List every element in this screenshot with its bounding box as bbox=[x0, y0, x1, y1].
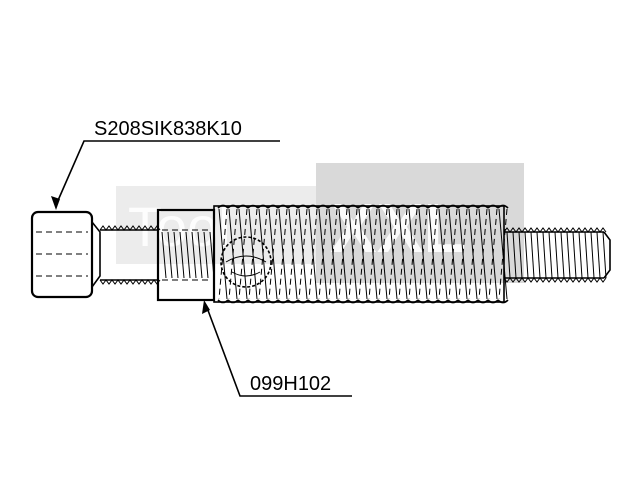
coil-wire-hidden bbox=[328, 208, 338, 300]
coil-wire-hidden bbox=[308, 208, 318, 300]
sleeve-thread-line bbox=[173, 231, 179, 279]
coil-wire-hidden bbox=[408, 208, 418, 300]
coil-wire-hidden bbox=[418, 208, 428, 300]
thread-flank bbox=[506, 231, 511, 279]
coil-wire-hidden bbox=[388, 208, 398, 300]
coil-wire-hidden bbox=[428, 208, 438, 300]
coil-wire-hidden bbox=[318, 208, 328, 300]
sleeve bbox=[156, 208, 216, 302]
coil-wire-hidden bbox=[298, 208, 308, 300]
leader-screw bbox=[51, 140, 280, 210]
spring bbox=[213, 204, 509, 304]
thread-flank bbox=[578, 231, 583, 279]
coil-wire-hidden bbox=[338, 208, 348, 300]
coil-wire-hidden bbox=[238, 208, 248, 300]
coil-wire-hidden bbox=[228, 208, 238, 300]
thread-flank bbox=[572, 231, 577, 279]
coil-wire-hidden bbox=[348, 208, 358, 300]
thread-crest-bottom bbox=[503, 277, 607, 283]
coil-wire-hidden bbox=[278, 208, 288, 300]
coil-wire-hidden bbox=[448, 208, 458, 300]
thread-flank bbox=[524, 231, 529, 279]
coil-wire-hidden bbox=[468, 208, 478, 300]
thread-crest-top bbox=[503, 227, 607, 233]
thread-flank bbox=[596, 231, 601, 279]
thread-flank bbox=[560, 231, 565, 279]
coil-wire-hidden bbox=[378, 208, 388, 300]
sleeve-thread-line bbox=[191, 231, 197, 279]
screw-head bbox=[30, 210, 94, 299]
coil-wire-hidden bbox=[288, 208, 298, 300]
coil-wire-hidden bbox=[358, 208, 368, 300]
sleeve-thread-line bbox=[203, 231, 209, 279]
coil-wire-hidden bbox=[498, 208, 508, 300]
sleeve-thread-line bbox=[179, 231, 185, 279]
coil-wire-hidden bbox=[398, 208, 408, 300]
coil-wire-hidden bbox=[258, 208, 268, 300]
coil-wire-hidden bbox=[248, 208, 258, 300]
sleeve-thread-line bbox=[197, 231, 203, 279]
coil-wire-hidden bbox=[438, 208, 448, 300]
sleeve-thread-line bbox=[185, 231, 191, 279]
thread-flank bbox=[542, 231, 547, 279]
thread-flank bbox=[536, 231, 541, 279]
thread-flank bbox=[530, 231, 535, 279]
thread-flank bbox=[518, 231, 523, 279]
coil-wire-hidden bbox=[488, 208, 498, 300]
coil-wire-hidden bbox=[478, 208, 488, 300]
screw-part-label: S208SIK838K10 bbox=[94, 118, 242, 140]
coil-wire-hidden bbox=[268, 208, 278, 300]
leader-sleeve bbox=[202, 300, 352, 397]
sleeve-thread-line bbox=[161, 231, 167, 279]
thread-flank bbox=[512, 231, 517, 279]
thread-flank bbox=[554, 231, 559, 279]
thread-flank bbox=[548, 231, 553, 279]
coil-wire-hidden bbox=[458, 208, 468, 300]
ball-detent bbox=[220, 236, 272, 288]
screw-thread-right bbox=[503, 227, 611, 283]
thread-flank bbox=[590, 231, 595, 279]
coil-wire-hidden bbox=[368, 208, 378, 300]
sleeve-part-label: 099H102 bbox=[250, 373, 331, 395]
thread-flank bbox=[566, 231, 571, 279]
thread-flank bbox=[584, 231, 589, 279]
cap-screw bbox=[30, 210, 161, 299]
thread-flank bbox=[602, 231, 607, 279]
svg-text:Tool: Tool bbox=[128, 195, 231, 258]
sleeve-thread-line bbox=[167, 231, 173, 279]
